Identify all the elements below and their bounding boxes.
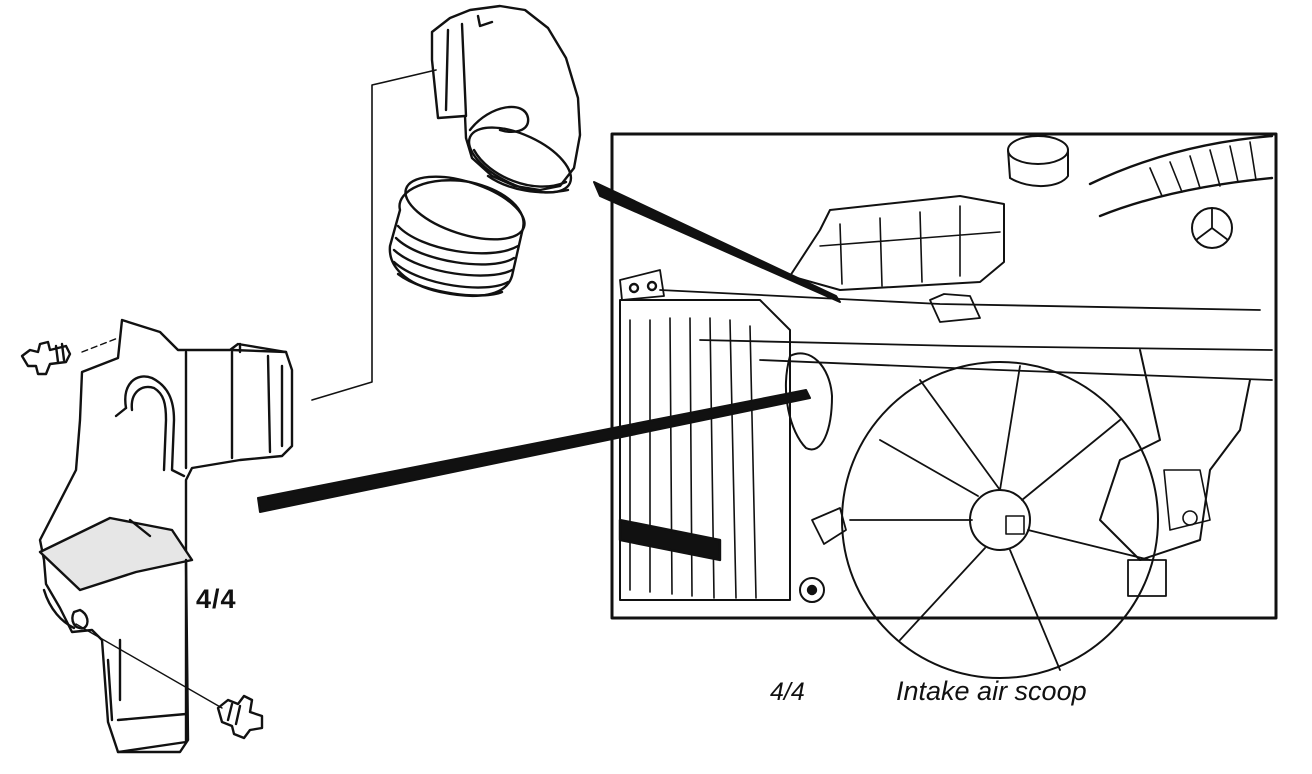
bellows-sleeve [388,175,526,298]
fastener-bottom [75,623,264,740]
caption-text: Intake air scoop [896,676,1087,706]
caption-number: 4/4 [770,678,805,706]
leader-line-hose [311,69,437,401]
engine-bay-photo [610,132,1278,679]
fastener-top [20,337,119,376]
intake-air-scoop [38,318,294,754]
hose-elbow [430,4,582,194]
pointer-line-lower [257,389,811,513]
pointer-line-upper [593,181,841,303]
callout-number: 4/4 [196,584,237,614]
